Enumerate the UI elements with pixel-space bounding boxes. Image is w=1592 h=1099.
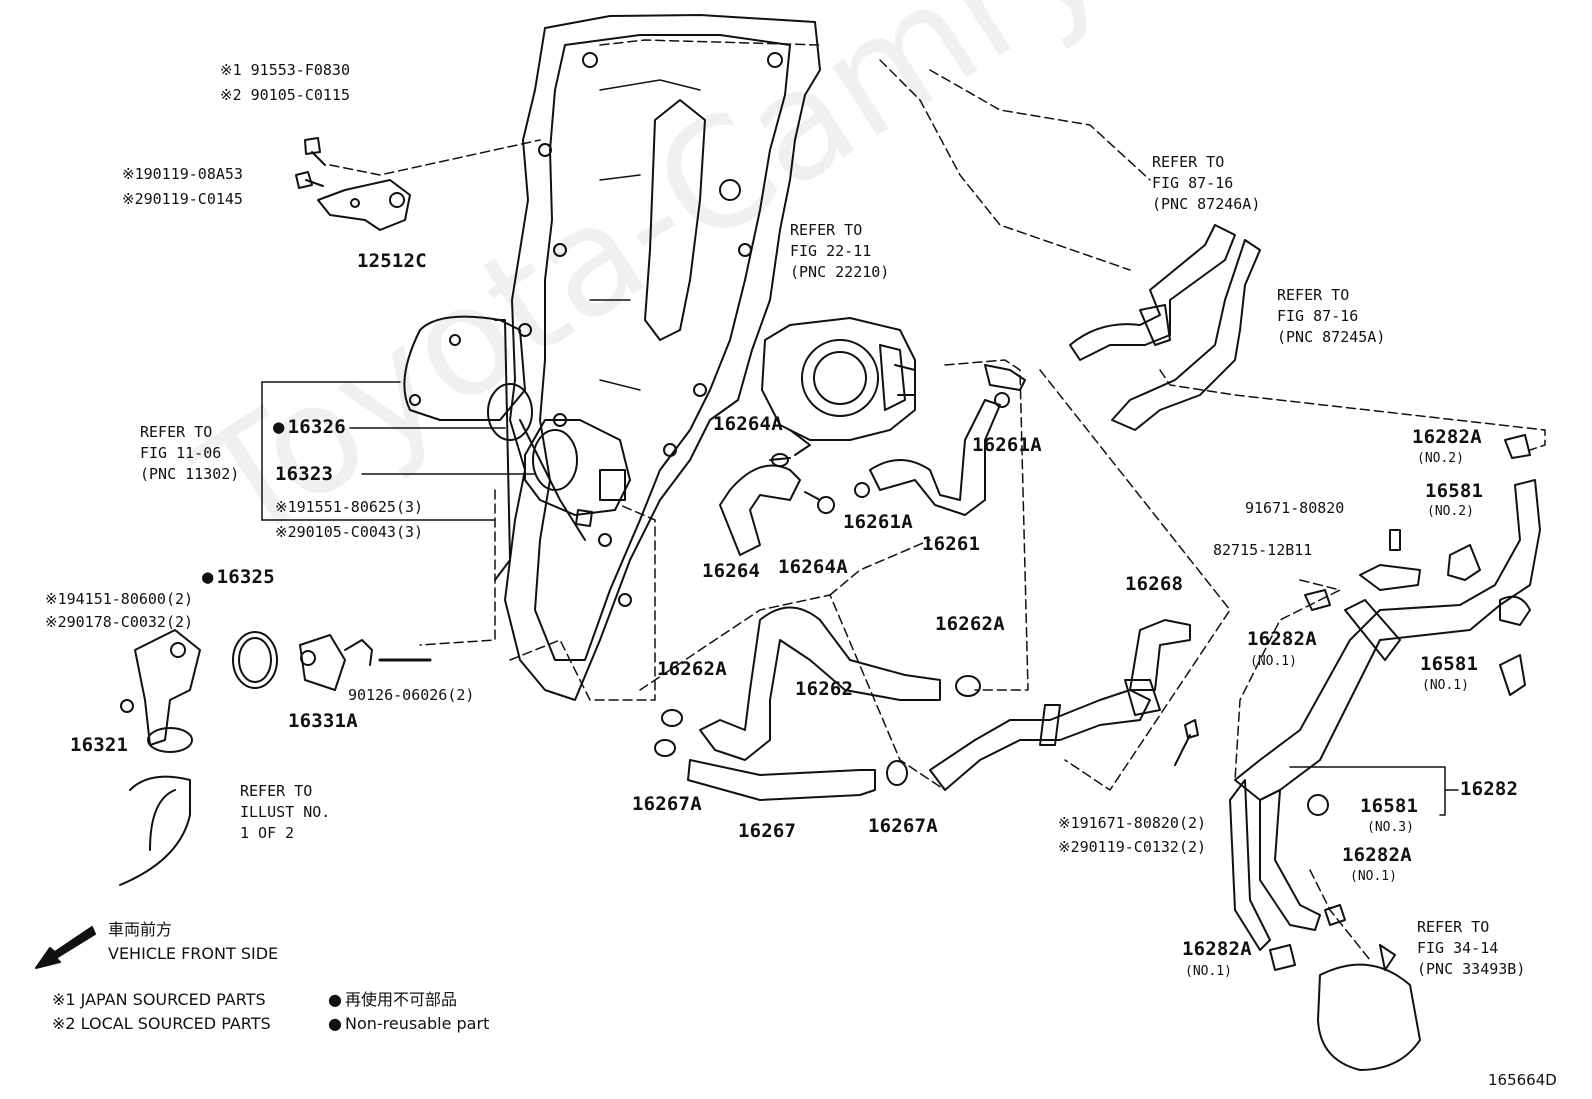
hoses-center xyxy=(654,364,1199,801)
part-16323: 16323 xyxy=(275,463,334,485)
bolt-ref-3a: ※191551-80625(3) xyxy=(275,498,424,516)
thermostat-group xyxy=(119,629,432,886)
part-16581-no3-note: (NO.3) xyxy=(1367,820,1414,835)
part-16264a-2: 16264A xyxy=(778,556,848,578)
part-16331a: 16331A xyxy=(288,710,358,732)
bolt-ref-5: 91671-80820 xyxy=(1245,499,1345,517)
bolt-ref-6b: ※290119-C0132(2) xyxy=(1058,838,1207,856)
part-16326: 16326 xyxy=(273,418,346,437)
part-16267a-2: 16267A xyxy=(868,815,938,837)
part-16282a-no2: 16282A xyxy=(1412,426,1482,448)
part-16282a-no1-c: 16282A xyxy=(1182,938,1252,960)
legend-nonreuse-jp: 再使用不可部品 xyxy=(328,992,457,1008)
part-16264: 16264 xyxy=(702,560,761,582)
part-16282a-no1-b: 16282A xyxy=(1342,844,1412,866)
part-16282a-no1-c-note: (NO.1) xyxy=(1185,964,1232,979)
ref-fig22-11: REFER TO FIG 22-11 (PNC 22210) xyxy=(790,221,890,281)
leaders xyxy=(261,381,1459,816)
part-16581-no2: 16581 xyxy=(1425,480,1484,502)
bolt-ref-4a: ※194151-80600(2) xyxy=(45,590,194,608)
part-16282a-no2-note: (NO.2) xyxy=(1417,451,1464,466)
ref-fig87-16-a: REFER TO FIG 87-16 (PNC 87246A) xyxy=(1152,153,1261,213)
part-16325: 16325 xyxy=(202,568,275,587)
legend-nonreuse-en: Non-reusable part xyxy=(328,1016,489,1032)
timing-cover xyxy=(403,14,821,701)
bolt-ref-4b: ※290178-C0032(2) xyxy=(45,613,194,631)
heater-hoses xyxy=(1069,224,1261,431)
part-16282a-no1-b-note: (NO.1) xyxy=(1350,869,1397,884)
part-12512c: 12512C xyxy=(357,250,427,272)
part-16262: 16262 xyxy=(795,678,854,700)
part-16282: 16282 xyxy=(1460,778,1519,800)
part-16321: 16321 xyxy=(70,734,129,756)
part-16267: 16267 xyxy=(738,820,797,842)
part-16261a-1: 16261A xyxy=(843,511,913,533)
part-16581-no1-note: (NO.1) xyxy=(1422,678,1469,693)
diagram-id: 165664D xyxy=(1488,1071,1557,1089)
ref-fig11-06: REFER TO FIG 11-06 (PNC 11302) xyxy=(140,423,240,483)
part-16264a-1: 16264A xyxy=(713,413,783,435)
part-16268: 16268 xyxy=(1125,573,1184,595)
part-16581-no3: 16581 xyxy=(1360,795,1419,817)
right-hoses xyxy=(1229,434,1541,1071)
ref-fig34-14: REFER TO FIG 34-14 (PNC 33493B) xyxy=(1417,918,1526,978)
part-16267a-1: 16267A xyxy=(632,793,702,815)
legend-front-en: VEHICLE FRONT SIDE xyxy=(108,944,279,963)
part-16282a-no1-a: 16282A xyxy=(1247,628,1317,650)
bracket-ref: 82715-12B11 xyxy=(1213,541,1313,559)
water-housing xyxy=(487,383,631,527)
ref-fig87-16-b: REFER TO FIG 87-16 (PNC 87245A) xyxy=(1277,286,1386,346)
bracket-12512c xyxy=(295,137,411,231)
part-16581-no2-note: (NO.2) xyxy=(1427,504,1474,519)
bolt-ref-1b: ※2 90105-C0115 xyxy=(220,86,350,104)
part-16261: 16261 xyxy=(922,533,981,555)
legend-local: ※2 LOCAL SOURCED PARTS xyxy=(52,1014,271,1033)
part-16262a-1: 16262A xyxy=(935,613,1005,635)
stud-ref: 90126-06026(2) xyxy=(348,686,475,704)
legend-front-jp: 車両前方 xyxy=(108,920,173,939)
part-16581-no1: 16581 xyxy=(1420,653,1479,675)
legend-japan: ※1 JAPAN SOURCED PARTS xyxy=(52,990,266,1009)
ref-illust: REFER TO ILLUST NO. 1 OF 2 xyxy=(240,782,331,842)
dashed-leaders xyxy=(329,39,1546,961)
bolt-ref-3b: ※290105-C0043(3) xyxy=(275,523,424,541)
front-arrow-icon xyxy=(35,926,96,969)
bolt-ref-1a: ※1 91553-F0830 xyxy=(220,61,350,79)
part-16261a-2: 16261A xyxy=(972,434,1042,456)
bolt-ref-6a: ※191671-80820(2) xyxy=(1058,814,1207,832)
part-16262a-2: 16262A xyxy=(657,658,727,680)
throttle-body xyxy=(761,317,916,456)
bolt-ref-2a: ※190119-08A53 xyxy=(122,165,243,183)
part-16282a-no1-a-note: (NO.1) xyxy=(1250,654,1297,669)
bolt-ref-2b: ※290119-C0145 xyxy=(122,190,243,208)
